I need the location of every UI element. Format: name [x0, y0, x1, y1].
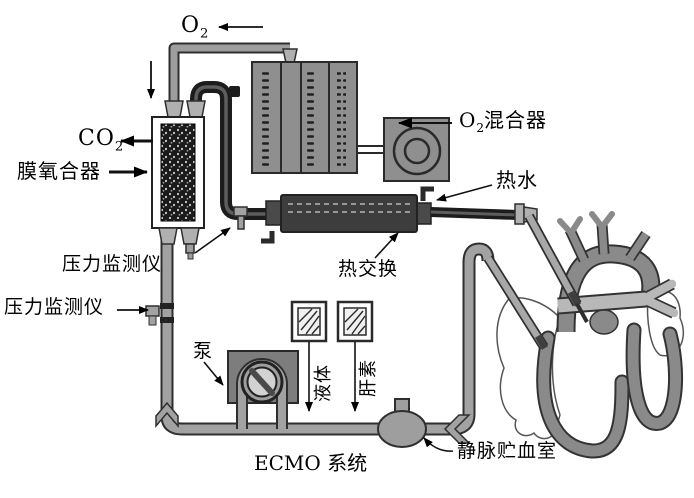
heat-exchanger-unit — [261, 186, 538, 244]
aortic-arch-branches — [557, 211, 651, 263]
iv-bag-heparin — [336, 300, 374, 343]
flow-chevron-up — [155, 401, 179, 429]
label-pressure-monitor-left: 压力监测仪 — [4, 296, 105, 318]
pump-unit — [227, 350, 299, 429]
label-pressure-monitor-upper: 压力监测仪 — [62, 253, 163, 275]
arterial-line-connector — [514, 203, 525, 225]
pressure-monitor-upper-arrow — [194, 227, 231, 254]
label-liquid: 液体 — [313, 364, 334, 402]
venous-reservoir-arrow — [423, 437, 454, 452]
label-o2-supply: O2 — [181, 13, 209, 42]
oxygenator-outflow-tube — [190, 81, 272, 220]
pump-roller-bar — [249, 368, 275, 396]
flow-chevron-left — [443, 414, 471, 444]
gas-flowmeter-bank — [251, 48, 358, 174]
venous-reservoir-shape — [377, 398, 427, 448]
annotation-arrows — [109, 23, 493, 452]
o2-mixer-unit — [383, 117, 450, 182]
iv-bag-liquid — [290, 300, 328, 343]
label-co2-out: CO2 — [78, 126, 124, 155]
blender-mixer-link — [357, 145, 384, 154]
circuit-tubing — [160, 240, 495, 436]
label-heparin: 肝素 — [358, 359, 379, 397]
ventricle-outlines — [536, 322, 684, 459]
heat-exchange-arrow — [374, 232, 399, 259]
pressure-tap-upper — [233, 206, 248, 230]
venous-cannula — [483, 255, 549, 350]
label-hot-water: 热水 — [496, 168, 538, 192]
oxygenator-membrane — [160, 123, 196, 222]
pump-arrow — [203, 361, 224, 386]
label-venous-reservoir: 静脉贮血室 — [457, 440, 558, 462]
blender-top-connector — [282, 48, 298, 64]
label-o2-mixer: O2混合器 — [459, 108, 548, 135]
label-heat-exchange: 热交换 — [338, 258, 399, 280]
hot-water-arrow — [436, 184, 493, 202]
heart-illustration — [496, 211, 685, 459]
diagram-title: ECMO 系统 — [254, 451, 368, 475]
membrane-oxygenator-unit — [151, 100, 206, 260]
o2-supply-tube — [168, 42, 290, 114]
label-pump: 泵 — [193, 340, 214, 362]
label-membrane-oxygenator: 膜氧合器 — [17, 159, 101, 183]
arterial-cannula — [524, 213, 589, 323]
